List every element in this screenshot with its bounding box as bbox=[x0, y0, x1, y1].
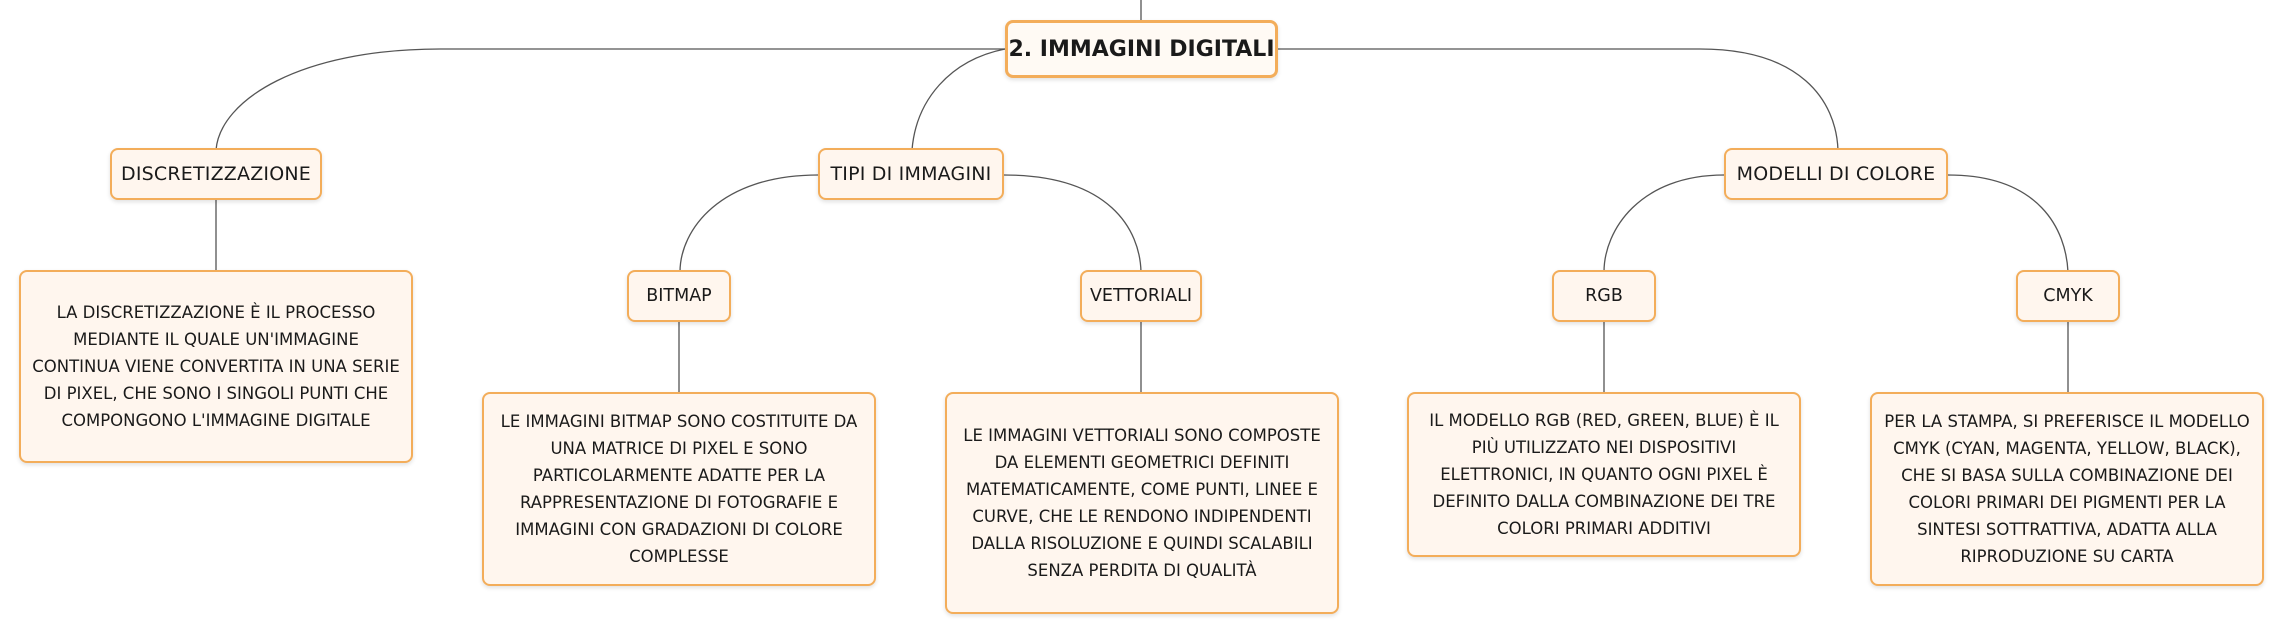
node-rgb-label: RGB bbox=[1585, 286, 1623, 306]
connector-root-tipi bbox=[911, 48, 1006, 151]
node-vettoriali[interactable]: VETTORIALI bbox=[1080, 270, 1202, 322]
node-cmyk-label: CMYK bbox=[2043, 286, 2093, 306]
node-tipi-di-immagini[interactable]: TIPI DI IMMAGINI bbox=[818, 148, 1004, 200]
detail-vettoriali-text: LE IMMAGINI VETTORIALI SONO COMPOSTE DA … bbox=[963, 426, 1321, 580]
node-bitmap-label: BITMAP bbox=[646, 286, 712, 306]
node-modelli-label: MODELLI DI COLORE bbox=[1736, 163, 1936, 185]
node-modelli-di-colore[interactable]: MODELLI DI COLORE bbox=[1724, 148, 1948, 200]
detail-vettoriali: LE IMMAGINI VETTORIALI SONO COMPOSTE DA … bbox=[945, 392, 1339, 614]
connector-tipi-vettoriali bbox=[1003, 174, 1142, 273]
connector-modelli-rgb bbox=[1603, 174, 1725, 273]
node-cmyk[interactable]: CMYK bbox=[2016, 270, 2120, 322]
node-discretizzazione-label: DISCRETIZZAZIONE bbox=[121, 163, 311, 185]
root-node[interactable]: 2. IMMAGINI DIGITALI bbox=[1005, 20, 1278, 78]
root-label: 2. IMMAGINI DIGITALI bbox=[1008, 36, 1275, 62]
detail-discretizzazione: LA DISCRETIZZAZIONE È IL PROCESSO MEDIAN… bbox=[19, 270, 413, 463]
connector-root-discretizzazione bbox=[215, 48, 1005, 151]
node-discretizzazione[interactable]: DISCRETIZZAZIONE bbox=[110, 148, 322, 200]
connector-modelli-cmyk bbox=[1947, 174, 2069, 273]
detail-bitmap: LE IMMAGINI BITMAP SONO COSTITUITE DA UN… bbox=[482, 392, 876, 586]
detail-bitmap-text: LE IMMAGINI BITMAP SONO COSTITUITE DA UN… bbox=[500, 412, 858, 566]
detail-discretizzazione-text: LA DISCRETIZZAZIONE È IL PROCESSO MEDIAN… bbox=[32, 303, 400, 430]
detail-rgb: IL MODELLO RGB (RED, GREEN, BLUE) È IL P… bbox=[1407, 392, 1801, 557]
node-vettoriali-label: VETTORIALI bbox=[1089, 286, 1193, 306]
connector-root-modelli bbox=[1278, 48, 1839, 151]
detail-rgb-text: IL MODELLO RGB (RED, GREEN, BLUE) È IL P… bbox=[1429, 411, 1779, 538]
node-tipi-label: TIPI DI IMMAGINI bbox=[830, 163, 992, 185]
detail-cmyk: PER LA STAMPA, SI PREFERISCE IL MODELLO … bbox=[1870, 392, 2264, 586]
detail-cmyk-text: PER LA STAMPA, SI PREFERISCE IL MODELLO … bbox=[1884, 412, 2250, 566]
node-bitmap[interactable]: BITMAP bbox=[627, 270, 731, 322]
connector-tipi-bitmap bbox=[679, 174, 819, 273]
node-rgb[interactable]: RGB bbox=[1552, 270, 1656, 322]
